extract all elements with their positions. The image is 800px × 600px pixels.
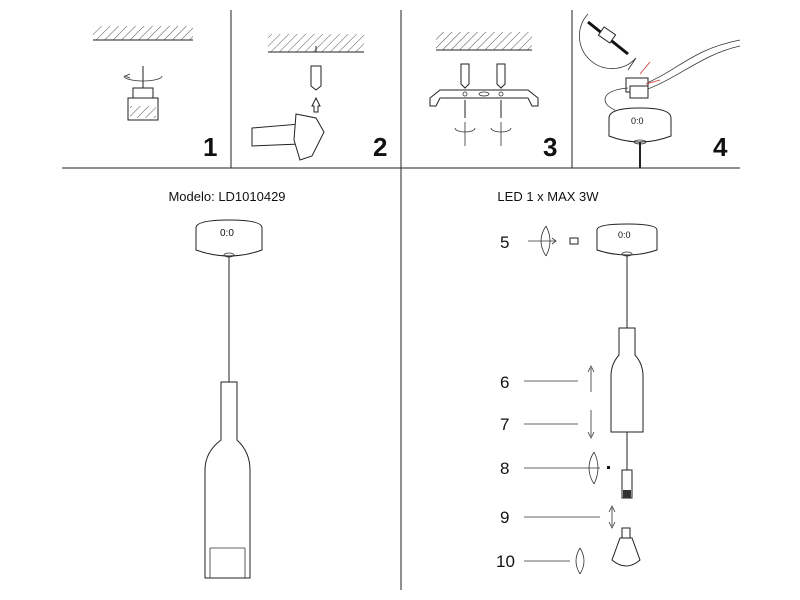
step-number-8: 8 <box>500 459 509 478</box>
step-number-7: 7 <box>500 415 509 434</box>
step-1-drill-illustration <box>93 26 193 121</box>
step-number-3: 3 <box>543 132 557 162</box>
step-number-4: 4 <box>713 132 728 162</box>
step-2-hammer-illustration <box>251 34 364 161</box>
step-number-10: 10 <box>496 552 515 571</box>
step-number-9: 9 <box>500 508 509 527</box>
svg-text:0:0: 0:0 <box>631 116 644 126</box>
step-number-5: 5 <box>500 233 509 252</box>
exploded-pendant-illustration: 0:0 <box>524 223 658 575</box>
step-number-2: 2 <box>373 132 387 162</box>
spec-label: LED 1 x MAX 3W <box>497 189 599 204</box>
step-number-1: 1 <box>203 132 217 162</box>
step-4-wiring-illustration: 0:0 <box>579 13 741 168</box>
model-label: Modelo: LD1010429 <box>168 189 285 204</box>
svg-text:0:0: 0:0 <box>618 230 631 240</box>
panel-dividers <box>62 10 740 590</box>
step-3-bracket-illustration <box>429 32 539 146</box>
assembled-pendant-illustration: 0:0 <box>195 219 263 579</box>
svg-text:0:0: 0:0 <box>220 228 234 239</box>
step-number-6: 6 <box>500 373 509 392</box>
